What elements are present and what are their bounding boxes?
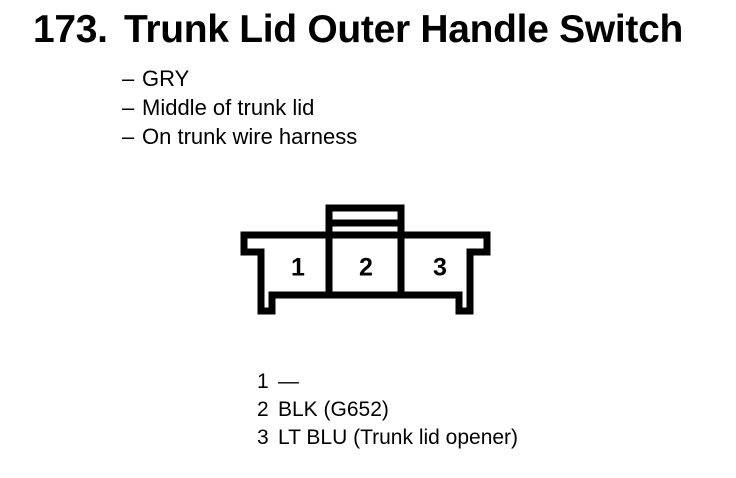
- section-number: 173.: [33, 8, 108, 51]
- pin-number: 2: [257, 398, 269, 421]
- note-line: – On trunk wire harness: [122, 122, 357, 151]
- note-line: – GRY: [122, 64, 357, 93]
- pin-number: 3: [257, 426, 269, 449]
- connector-pin-3-label: 3: [433, 253, 447, 282]
- pin-description: —: [278, 370, 299, 393]
- pin-row: 2 BLK (G652): [257, 396, 518, 424]
- note-text: Middle of trunk lid: [142, 95, 315, 120]
- pin-description: BLK (G652): [278, 398, 389, 421]
- connector-pin-2-label: 2: [359, 253, 373, 282]
- section-title: 173. Trunk Lid Outer Handle Switch: [33, 8, 683, 52]
- pin-description: LT BLU (Trunk lid opener): [278, 426, 519, 449]
- notes-list: – GRY – Middle of trunk lid – On trunk w…: [122, 64, 357, 151]
- pin-table: 1 — 2 BLK (G652) 3 LT BLU (Trunk lid ope…: [257, 368, 518, 452]
- note-dash: –: [122, 95, 135, 120]
- note-line: – Middle of trunk lid: [122, 93, 357, 122]
- note-dash: –: [122, 66, 135, 91]
- pin-row: 3 LT BLU (Trunk lid opener): [257, 424, 518, 452]
- pin-number: 1: [257, 370, 269, 393]
- note-dash: –: [122, 124, 135, 149]
- connector-pin-1-label: 1: [291, 253, 305, 282]
- note-text: GRY: [142, 66, 190, 91]
- page-title: Trunk Lid Outer Handle Switch: [124, 8, 684, 51]
- note-text: On trunk wire harness: [142, 124, 358, 149]
- pin-row: 1 —: [257, 368, 518, 396]
